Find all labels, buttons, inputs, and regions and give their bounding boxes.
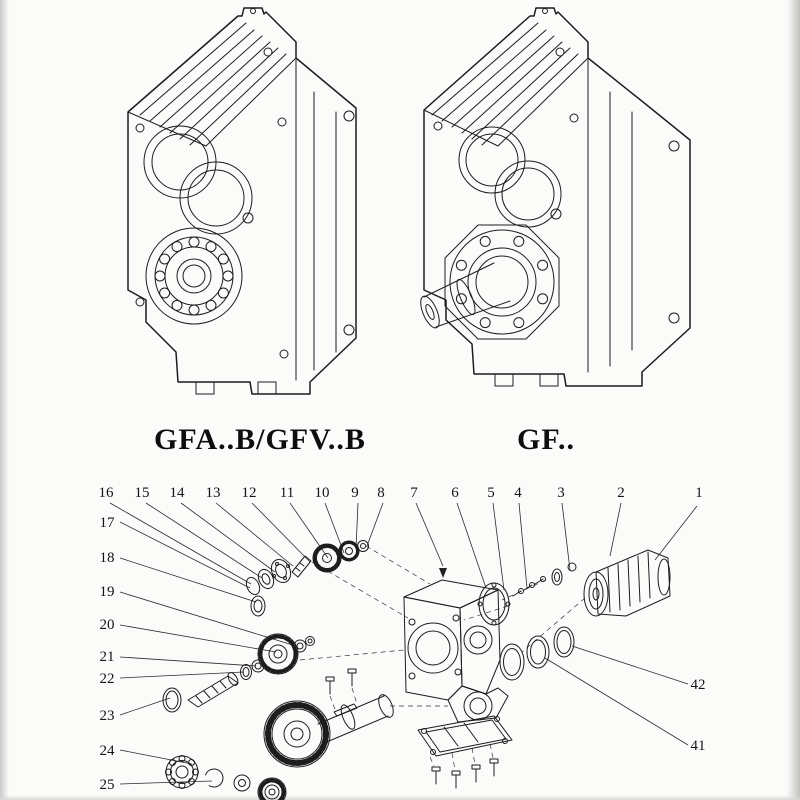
part-number-22: 22 [100, 671, 115, 687]
output-gear-shaft-parts [263, 668, 394, 768]
part-number-4: 4 [514, 485, 522, 501]
intermediate-shaft-parts [162, 633, 315, 713]
output-flange [444, 224, 560, 340]
part-number-24: 24 [100, 743, 116, 759]
part-number-20: 20 [100, 617, 115, 633]
page-edge-left [0, 0, 9, 800]
part-number-7: 7 [410, 485, 418, 501]
base-bolts [431, 758, 499, 789]
part-number-23: 23 [100, 708, 115, 724]
part-number-13: 13 [206, 485, 221, 501]
seal-rings [499, 626, 575, 681]
part-number-3: 3 [557, 485, 565, 501]
page-edge-bottom [0, 795, 800, 800]
page-edge-right [787, 0, 800, 800]
part-number-12: 12 [242, 485, 257, 501]
part-numbers-top: 16 15 14 13 12 11 10 9 8 7 6 5 4 3 2 1 [99, 485, 703, 501]
part-number-14: 14 [170, 485, 186, 501]
part-number-25: 25 [100, 777, 115, 793]
part-number-1: 1 [695, 485, 703, 501]
input-bore-circles [458, 126, 562, 228]
gasket-plate [417, 715, 513, 757]
leader-lines [109, 502, 698, 785]
part-number-21: 21 [100, 649, 115, 665]
output-bearing [145, 227, 243, 325]
part-number-42: 42 [691, 677, 706, 693]
model-label-gfab-gfvb: GFA..B/GFV..B [154, 423, 366, 456]
lower-bearing-parts [165, 755, 287, 800]
part-number-10: 10 [315, 485, 330, 501]
part-number-5: 5 [487, 485, 495, 501]
part-number-2: 2 [617, 485, 625, 501]
part-number-11: 11 [280, 485, 294, 501]
model-label-gf: GF.. [517, 423, 575, 456]
part-number-8: 8 [377, 485, 385, 501]
part-number-9: 9 [351, 485, 359, 501]
exploded-parts-diagram: 16 15 14 13 12 11 10 9 8 7 6 5 4 3 2 1 1… [99, 485, 706, 800]
part-number-18: 18 [100, 550, 115, 566]
input-bore-circles [143, 125, 254, 235]
assembly-arrow [439, 568, 447, 578]
part-number-15: 15 [135, 485, 150, 501]
motor-unit [583, 549, 671, 617]
part-number-41: 41 [691, 738, 706, 754]
gearbox-drawing-gfab-gfvb [127, 7, 357, 395]
part-number-16: 16 [99, 485, 115, 501]
input-adapter-parts [477, 562, 577, 626]
part-number-6: 6 [451, 485, 459, 501]
part-numbers-right: 42 41 [691, 677, 706, 754]
part-numbers-left: 17 18 19 20 21 22 23 24 25 [100, 515, 116, 793]
output-shaft [420, 262, 511, 329]
part-number-19: 19 [100, 584, 115, 600]
gearbox-drawing-gf [420, 7, 691, 387]
part-number-17: 17 [100, 515, 116, 531]
housing [403, 579, 509, 723]
input-shaft-parts [245, 540, 369, 617]
